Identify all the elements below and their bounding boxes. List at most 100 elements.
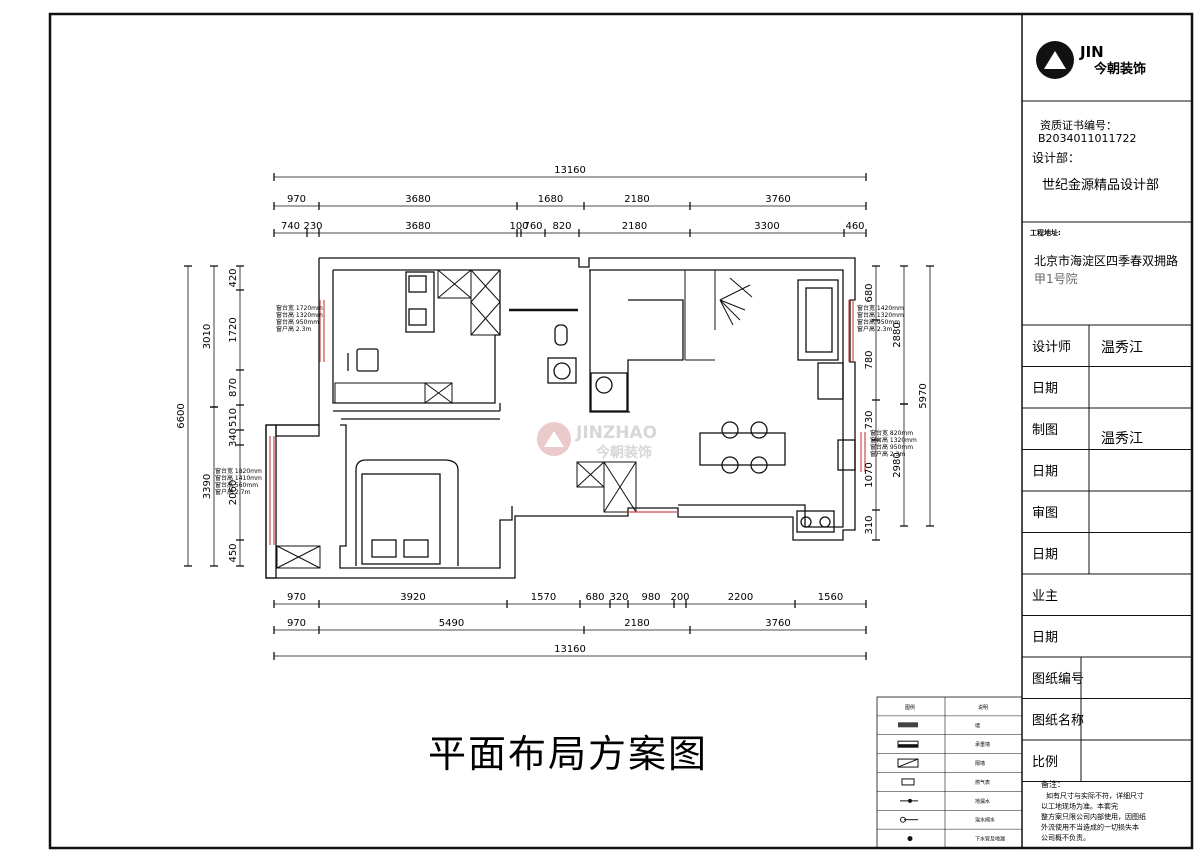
dining-table (699, 432, 786, 466)
dimension-label: 5970 (918, 383, 929, 408)
dimension-label: 970 (287, 194, 306, 205)
dimension-label: 100 (509, 221, 528, 232)
drawing-title: 平面布局方案图 (428, 732, 708, 776)
dimension-label: 1070 (864, 462, 875, 487)
watermark: JINZHAO 今朝装饰 (537, 422, 657, 461)
dimension-label: 460 (845, 221, 864, 232)
closet (276, 461, 637, 569)
dimension-label: 1560 (818, 592, 843, 603)
field-value: 温秀江 (1101, 431, 1143, 447)
project-address-line2: 甲1号院 (1034, 272, 1078, 286)
dimension-label: 1680 (538, 194, 563, 205)
dimension-label: 870 (228, 378, 239, 397)
legend-item: 下水管及地漏 (975, 836, 1005, 843)
project-address-line1: 北京市海淀区四季春双拥路 (1034, 253, 1178, 268)
dimension-label: 230 (303, 221, 322, 232)
field-label: 日期 (1032, 547, 1058, 562)
wardrobe (334, 269, 501, 404)
design-dept-value: 世纪金源精品设计部 (1042, 177, 1159, 193)
window-note: 窗台宽 1720mm (276, 304, 323, 312)
washbasin (553, 362, 571, 380)
dimension-label: 5490 (439, 618, 464, 629)
field-value: 温秀江 (1101, 340, 1143, 356)
window-note: 窗台高 1410mm (215, 474, 262, 482)
drawing-frame (48, 12, 1194, 850)
staircase (684, 270, 753, 361)
dimension-label: 2980 (892, 452, 903, 477)
window-note: 窗台高 950mm (857, 318, 900, 326)
dimension-label: 3920 (400, 592, 425, 603)
legend-item: 燃气表 (975, 779, 990, 786)
dimension-label: 3010 (202, 324, 213, 349)
dimension-label: 680 (864, 283, 875, 302)
dimension-label: 3680 (405, 194, 430, 205)
dimension-label: 730 (864, 410, 875, 429)
dimension-label: 820 (552, 221, 571, 232)
dimension-label: 340 (228, 428, 239, 447)
window-note: 窗台高 1320mm (276, 311, 323, 319)
dimension-label: 680 (585, 592, 604, 603)
logo-text-bottom: 今朝装饰 (1093, 61, 1146, 77)
project-label: 工程地址: (1030, 228, 1061, 237)
window-note: 窗台高 1320mm (857, 311, 904, 319)
window-note: 窗户高 2.3m (870, 450, 905, 458)
legend-table: 图例说明墙承重墙隔墙燃气表地漏水混水阀水下水管及地漏 (876, 696, 1023, 849)
dimension-label: 3760 (765, 618, 790, 629)
dimension-label: 6600 (176, 403, 187, 428)
dimension-label: 760 (523, 221, 542, 232)
field-label: 图纸编号 (1032, 672, 1084, 687)
dimension-label: 3300 (754, 221, 779, 232)
notes-line: 整方案只限公司内部使用，因图纸 (1041, 812, 1146, 821)
window-note: 窗户高 2.7m (215, 488, 250, 496)
field-label: 日期 (1032, 381, 1058, 396)
dimension-label: 970 (287, 592, 306, 603)
field-label: 审图 (1032, 506, 1058, 521)
kitchen-sink (837, 439, 856, 471)
legend-item: 墙 (975, 722, 980, 729)
dimension-label: 420 (228, 268, 239, 287)
dimension-label: 2180 (622, 221, 647, 232)
washing-machine (590, 372, 628, 412)
sofa (797, 279, 839, 361)
dimension-label: 310 (864, 515, 875, 534)
dimension-label: 1720 (228, 317, 239, 342)
logo-text-top: JIN (1079, 43, 1104, 61)
watermark-cn: 今朝装饰 (595, 444, 652, 461)
legend-item: 承重墙 (975, 741, 990, 748)
window-note: 窗台宽 820mm (870, 429, 913, 437)
window-note: 窗台宽 1820mm (215, 467, 262, 475)
windows (269, 300, 866, 545)
dimension-label: 2200 (728, 592, 753, 603)
field-label: 日期 (1032, 464, 1058, 479)
dimension-label: 13160 (554, 165, 586, 176)
dimension-label: 740 (281, 221, 300, 232)
notes-line: 如有尺寸与实际不符，详细尺寸 (1046, 791, 1144, 800)
window-note: 窗台高 950mm (870, 443, 913, 451)
field-label: 制图 (1032, 423, 1058, 438)
field-label: 日期 (1032, 630, 1058, 645)
dimension-label: 970 (287, 618, 306, 629)
notes-title: 备注： (1041, 779, 1065, 789)
legend-header: 说明 (978, 704, 988, 711)
dimension-label: 320 (609, 592, 628, 603)
bed-2 (361, 473, 441, 565)
title-block-fields: 设计师温秀江日期制图温秀江日期审图日期业主日期图纸编号图纸名称比例 (1022, 324, 1192, 782)
dimension-label: 510 (228, 408, 239, 427)
dimension-label: 780 (864, 350, 875, 369)
cert-number: B2034011011722 (1038, 132, 1137, 145)
cert-label: 资质证书编号： (1040, 118, 1117, 132)
design-dept-label: 设计部： (1032, 150, 1080, 165)
legend-item: 混水阀水 (975, 817, 995, 824)
legend-item: 地漏水 (975, 798, 990, 805)
window-note: 窗户高 2.3m (276, 325, 311, 333)
window-note: 窗户高 2.3m (857, 325, 892, 333)
dimension-label: 3680 (405, 221, 430, 232)
dimension-label: 450 (228, 543, 239, 562)
dimension-label: 2180 (624, 618, 649, 629)
desk-chair (356, 348, 379, 372)
dimension-label: 980 (641, 592, 660, 603)
outer-wall (265, 257, 856, 579)
legend-item: 隔墙 (975, 760, 985, 767)
notes-line: 公司概不负责。 (1041, 833, 1090, 842)
